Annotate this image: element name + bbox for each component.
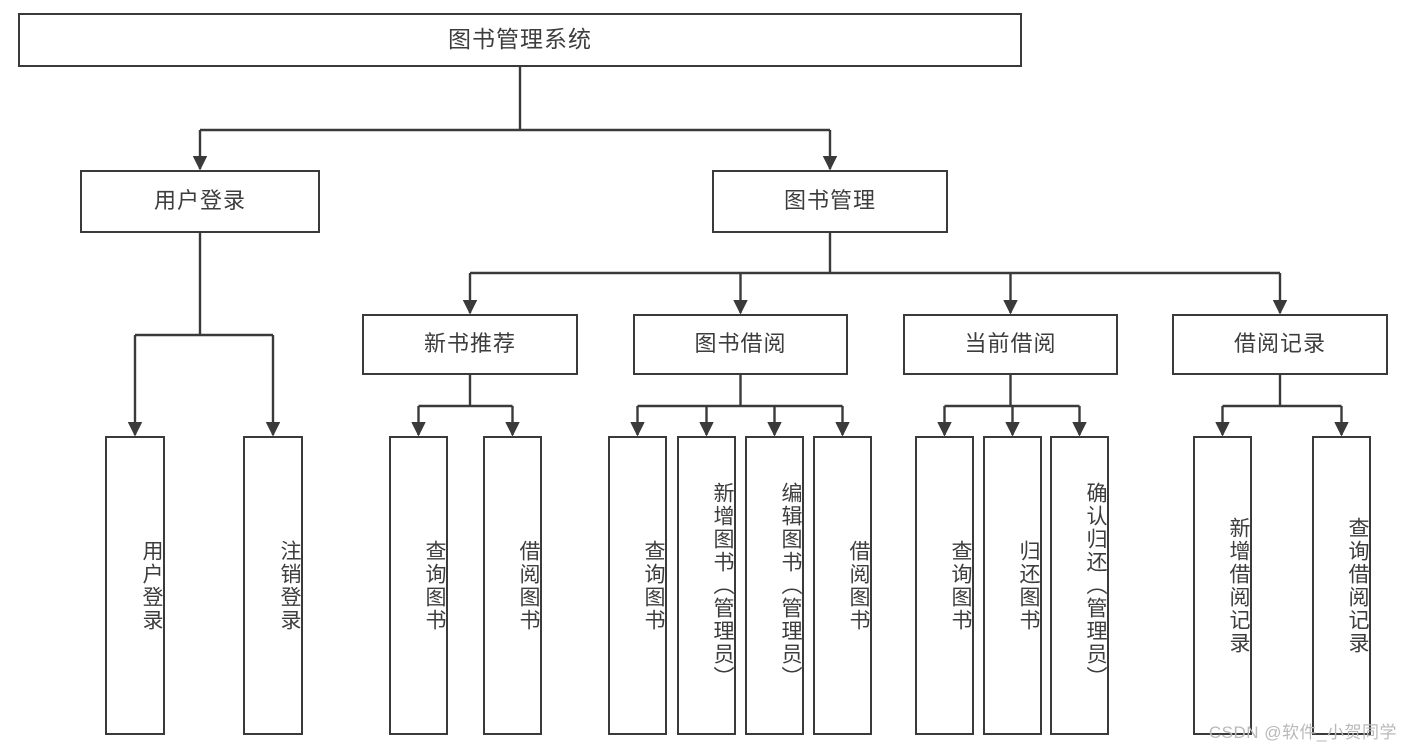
node-leaf-add-record-label: 新增借阅记录 (1227, 516, 1250, 655)
node-user-login[interactable]: 用户登录 (80, 170, 320, 233)
node-leaf-query-record[interactable]: 查询借阅记录 (1312, 436, 1371, 735)
node-current-borrow[interactable]: 当前借阅 (903, 314, 1118, 375)
node-leaf-borrow-book-2-label: 借阅图书 (847, 539, 870, 632)
node-leaf-return-book-label: 归还图书 (1017, 539, 1040, 632)
node-leaf-query-book-2[interactable]: 查询图书 (608, 436, 667, 735)
node-leaf-borrow-book-1[interactable]: 借阅图书 (483, 436, 542, 735)
node-leaf-user-login[interactable]: 用户登录 (105, 436, 165, 735)
node-book-borrow-label: 图书借阅 (694, 331, 787, 357)
node-borrow-record[interactable]: 借阅记录 (1172, 314, 1388, 375)
node-leaf-query-book-1[interactable]: 查询图书 (389, 436, 448, 735)
node-leaf-edit-book-label: 编辑图书（管理员） (779, 482, 802, 689)
node-book-borrow[interactable]: 图书借阅 (633, 314, 848, 375)
node-leaf-logout-label: 注销登录 (278, 539, 301, 632)
node-root-label: 图书管理系统 (448, 26, 592, 53)
node-new-book-rec[interactable]: 新书推荐 (362, 314, 578, 375)
node-leaf-add-record[interactable]: 新增借阅记录 (1193, 436, 1252, 735)
node-user-login-label: 用户登录 (153, 188, 246, 214)
node-leaf-query-book-3[interactable]: 查询图书 (915, 436, 974, 735)
node-borrow-record-label: 借阅记录 (1233, 331, 1326, 357)
node-leaf-query-book-3-label: 查询图书 (949, 539, 972, 632)
node-leaf-confirm-return-label: 确认归还（管理员） (1084, 482, 1107, 689)
node-book-manage[interactable]: 图书管理 (712, 170, 948, 233)
node-leaf-add-book-label: 新增图书（管理员） (711, 482, 734, 689)
node-book-manage-label: 图书管理 (783, 188, 876, 214)
node-new-book-rec-label: 新书推荐 (423, 331, 516, 357)
node-leaf-edit-book[interactable]: 编辑图书（管理员） (745, 436, 804, 735)
node-current-borrow-label: 当前借阅 (964, 331, 1057, 357)
node-leaf-query-record-label: 查询借阅记录 (1346, 516, 1369, 655)
node-leaf-return-book[interactable]: 归还图书 (983, 436, 1042, 735)
watermark: CSDN @软件_小贺同学 (1208, 723, 1397, 742)
node-leaf-borrow-book-1-label: 借阅图书 (517, 539, 540, 632)
node-leaf-query-book-1-label: 查询图书 (423, 539, 446, 632)
node-leaf-confirm-return[interactable]: 确认归还（管理员） (1050, 436, 1109, 735)
node-root[interactable]: 图书管理系统 (18, 13, 1022, 67)
node-leaf-borrow-book-2[interactable]: 借阅图书 (813, 436, 872, 735)
node-leaf-logout[interactable]: 注销登录 (243, 436, 303, 735)
node-leaf-query-book-2-label: 查询图书 (642, 539, 665, 632)
node-leaf-add-book[interactable]: 新增图书（管理员） (677, 436, 736, 735)
node-leaf-user-login-label: 用户登录 (140, 539, 163, 632)
